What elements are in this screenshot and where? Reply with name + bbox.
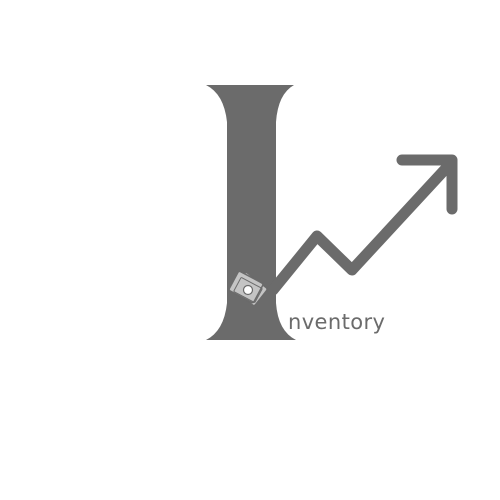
trend-up-arrow-icon	[267, 154, 458, 296]
letter-i-serif-icon	[206, 85, 296, 340]
cash-stack-icon	[228, 270, 268, 307]
wordmark-text: nventory	[288, 310, 386, 334]
